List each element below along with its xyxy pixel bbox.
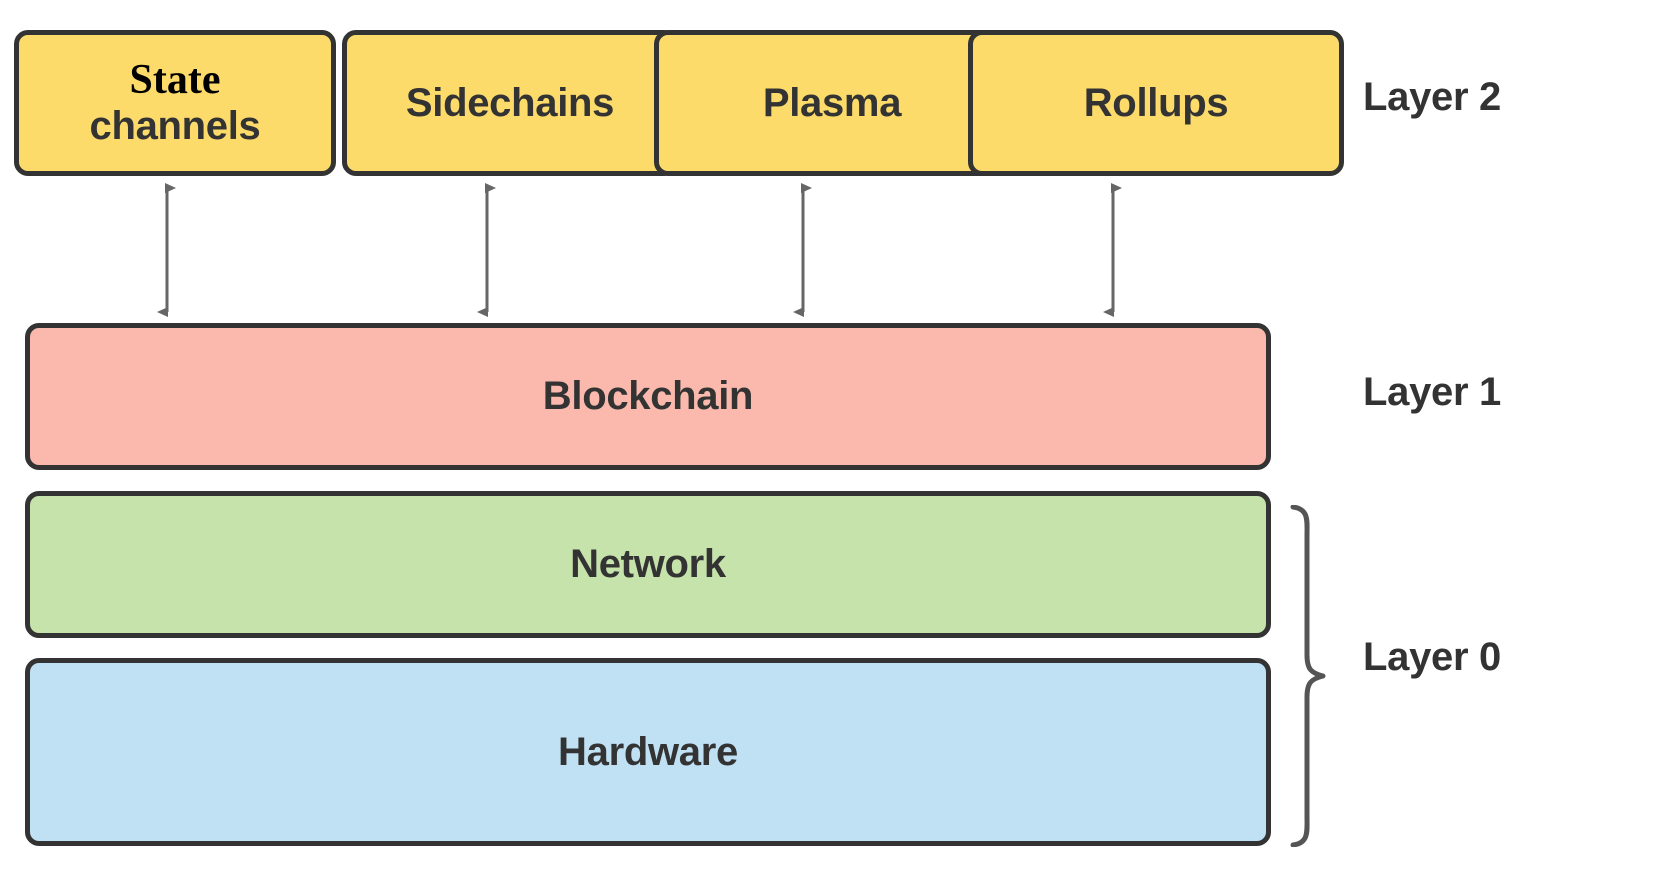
double-arrow-plasma-blockchain <box>793 183 812 317</box>
node-sidechains[interactable]: Sidechains <box>342 30 678 176</box>
node-label-line2: channels <box>89 104 261 149</box>
layer0-brace-icon <box>1290 505 1326 847</box>
layer-label-layer2: Layer 2 <box>1363 75 1501 119</box>
node-label: Hardware <box>558 729 738 774</box>
double-arrow-rollups-blockchain <box>1103 183 1122 317</box>
node-plasma[interactable]: Plasma <box>654 30 1010 176</box>
node-network[interactable]: Network <box>25 491 1271 638</box>
double-arrow-state-channels-blockchain <box>157 183 176 317</box>
double-arrow-sidechains-blockchain <box>477 183 496 317</box>
node-label: Plasma <box>762 80 902 125</box>
node-label: Network <box>570 542 726 587</box>
node-label: Blockchain <box>542 374 754 419</box>
node-label-line1: State <box>129 57 221 104</box>
node-label: Sidechains <box>405 80 615 125</box>
node-hardware[interactable]: Hardware <box>25 658 1271 846</box>
node-label: Rollups <box>1083 80 1229 125</box>
node-blockchain[interactable]: Blockchain <box>25 323 1271 470</box>
layer-label-layer0: Layer 0 <box>1363 635 1501 679</box>
layer-label-layer1: Layer 1 <box>1363 370 1501 414</box>
node-label-wrapper: State channels <box>90 57 261 149</box>
node-state-channels[interactable]: State channels <box>14 30 336 176</box>
node-rollups[interactable]: Rollups <box>968 30 1344 176</box>
